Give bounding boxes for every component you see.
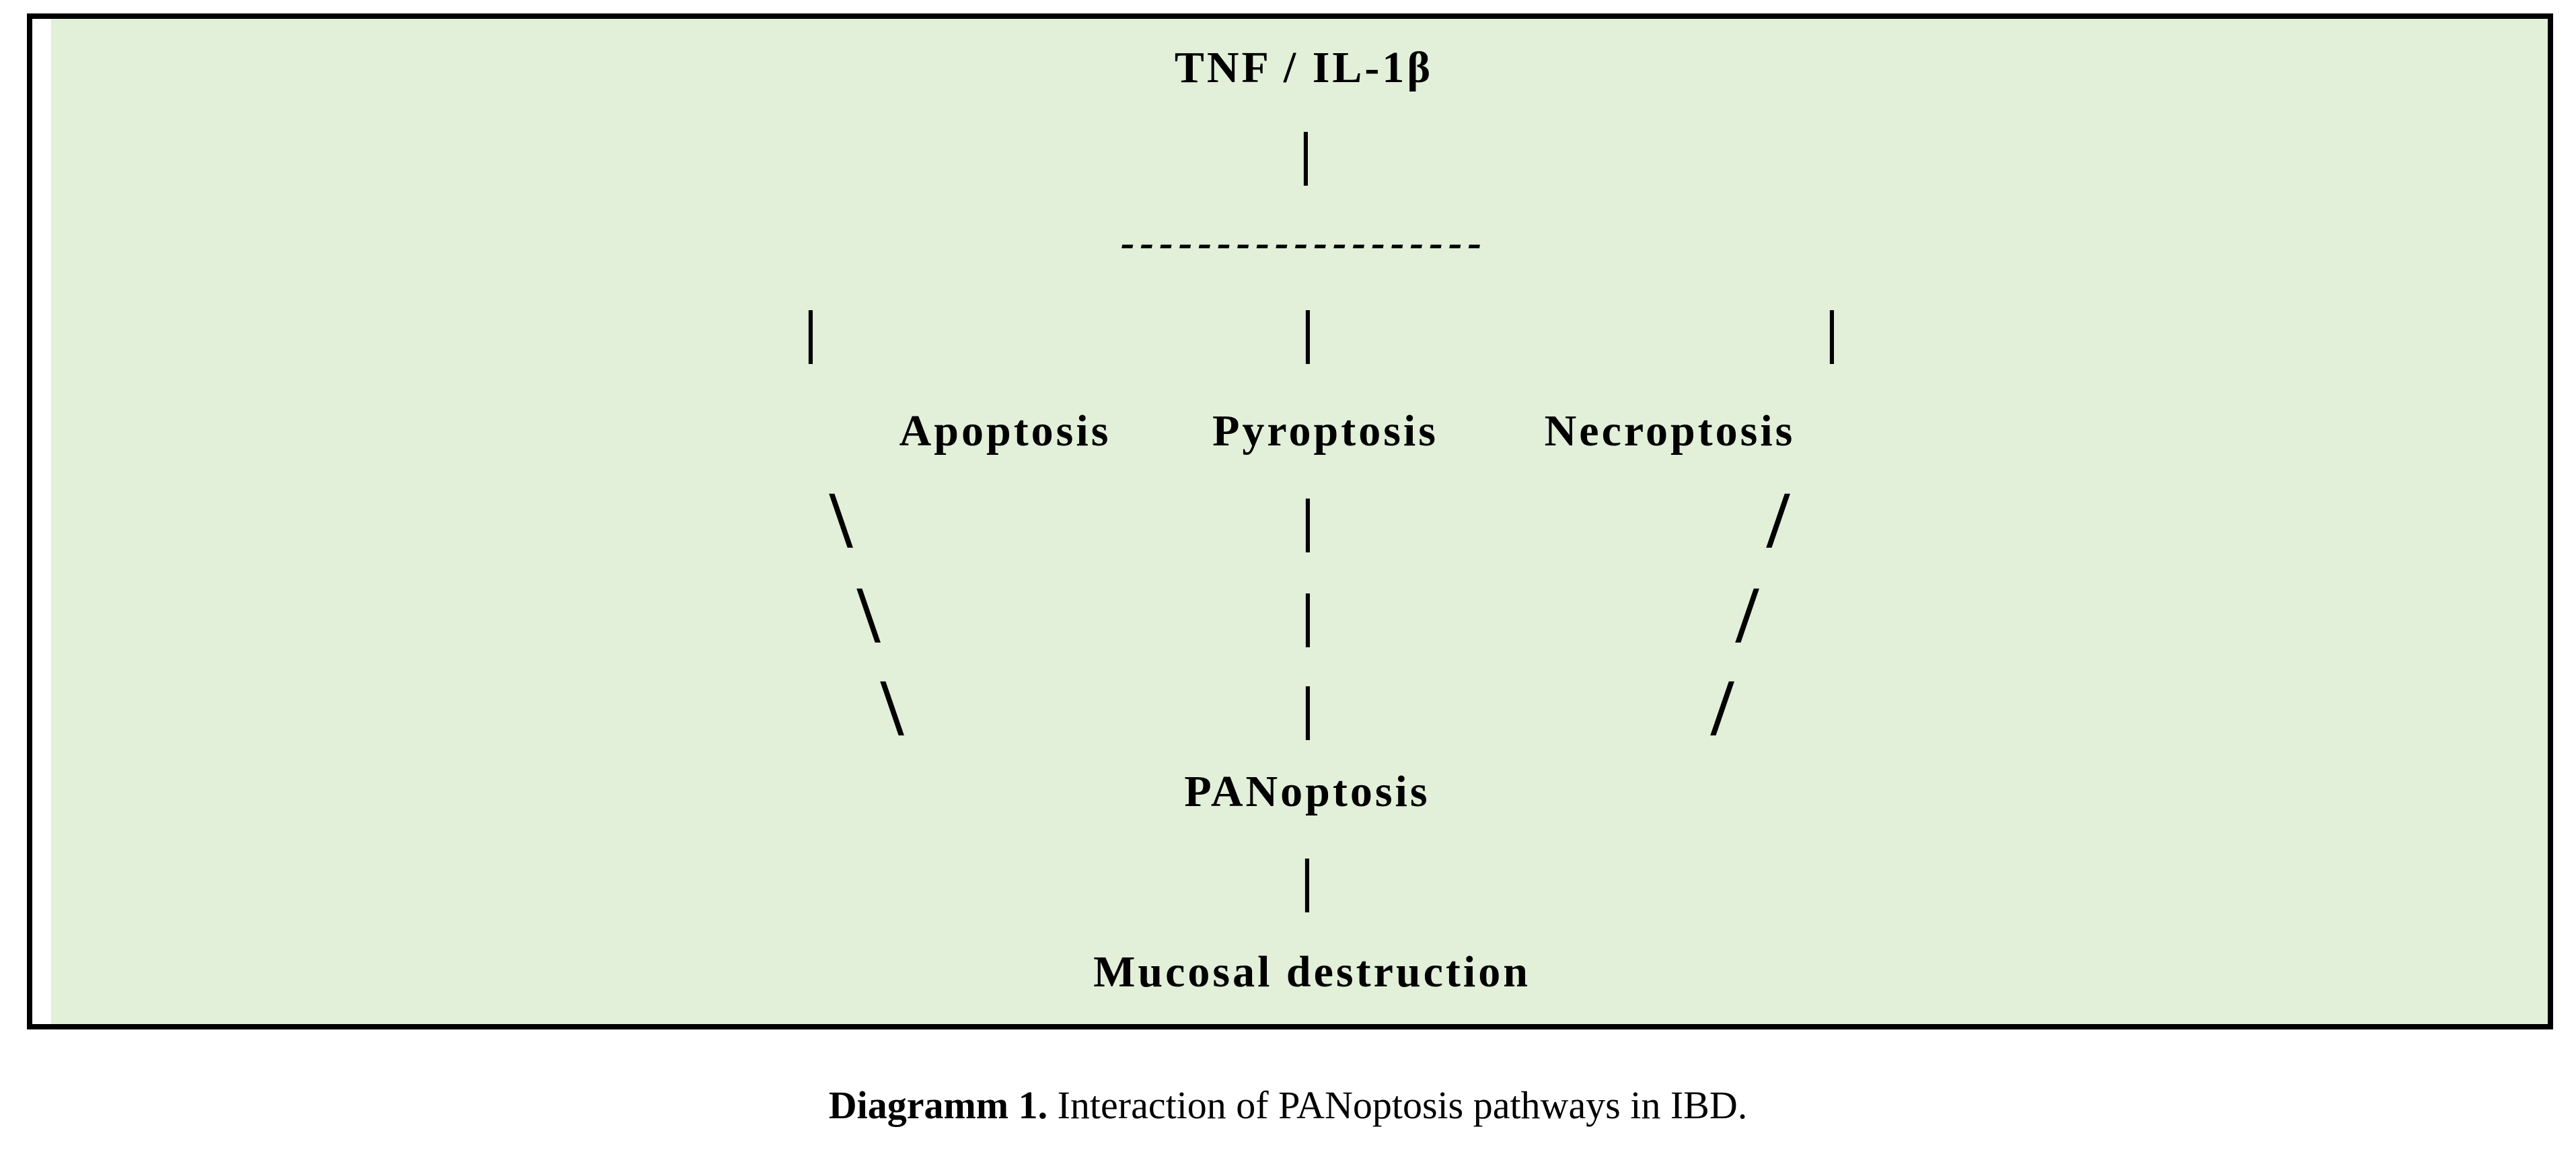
figure-caption: Diagramm 1. Interaction of PANoptosis pa…	[0, 1082, 2576, 1129]
figure-panel-shading	[51, 19, 2548, 1024]
caption-text: Interaction of PANoptosis pathways in IB…	[1047, 1083, 1748, 1127]
figure-panel	[27, 13, 2553, 1029]
caption-label: Diagramm 1.	[828, 1083, 1048, 1127]
